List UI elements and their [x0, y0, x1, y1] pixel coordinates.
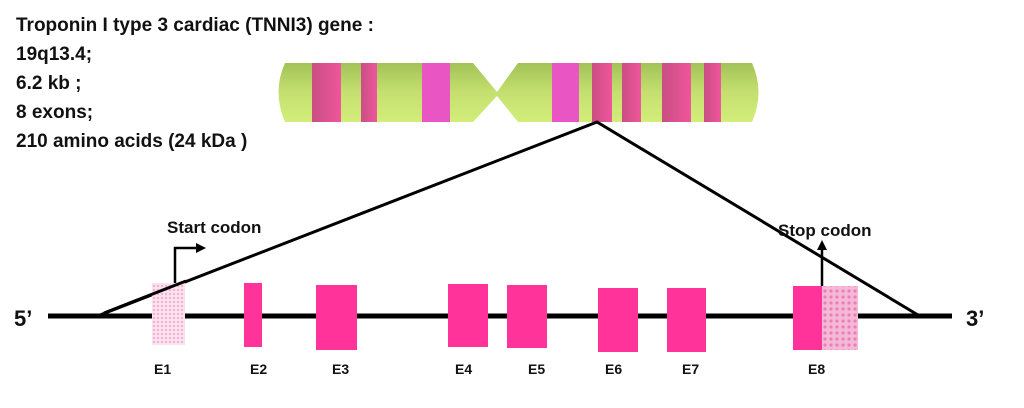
- exon-count: 8 exons;: [16, 102, 94, 123]
- chromosome-19: [278, 63, 759, 122]
- exon-label: E7: [682, 361, 699, 377]
- exon-e6: [598, 288, 638, 352]
- exon-label: E8: [808, 361, 825, 377]
- start-codon-label: Start codon: [167, 218, 261, 237]
- chromosome-band: [312, 63, 341, 122]
- exon-e7: [667, 288, 706, 352]
- exon-label: E1: [154, 361, 171, 377]
- exon-label: E5: [528, 361, 545, 377]
- exon-e2: [244, 283, 262, 347]
- stop-codon-arrow-icon: [817, 240, 827, 286]
- exon-e8-utr: [822, 286, 858, 350]
- chromosome-band: [361, 63, 377, 122]
- protein-size: 210 amino acids (24 kDa ): [16, 131, 248, 152]
- stop-codon-label: Stop codon: [778, 221, 871, 240]
- three-prime-label: 3’: [966, 306, 984, 331]
- chromosome-band: [422, 63, 450, 122]
- chromosome-band: [704, 63, 721, 122]
- exon-e8: [793, 286, 822, 350]
- zoom-triangle: [99, 120, 919, 317]
- gene-locus: 19q13.4;: [16, 44, 93, 65]
- exon-e3: [316, 285, 357, 350]
- exon-e4: [448, 284, 488, 347]
- exon-label: E2: [250, 361, 267, 377]
- exons: [152, 283, 858, 352]
- chromosome-band: [592, 63, 612, 122]
- five-prime-label: 5’: [14, 306, 32, 331]
- start-codon-arrow-icon: [173, 243, 206, 283]
- exon-label: E4: [455, 361, 472, 377]
- triangle-overlay: [103, 279, 187, 315]
- exon-e5: [507, 285, 547, 348]
- gene-title: Troponin I type 3 cardiac (TNNI3) gene :: [16, 15, 374, 36]
- chromosome-band: [662, 63, 691, 122]
- chromosome-band: [622, 63, 641, 122]
- chromosome-band: [552, 63, 579, 122]
- exon-label: E6: [605, 361, 622, 377]
- exon-label: E3: [332, 361, 349, 377]
- gene-size: 6.2 kb ;: [16, 73, 82, 94]
